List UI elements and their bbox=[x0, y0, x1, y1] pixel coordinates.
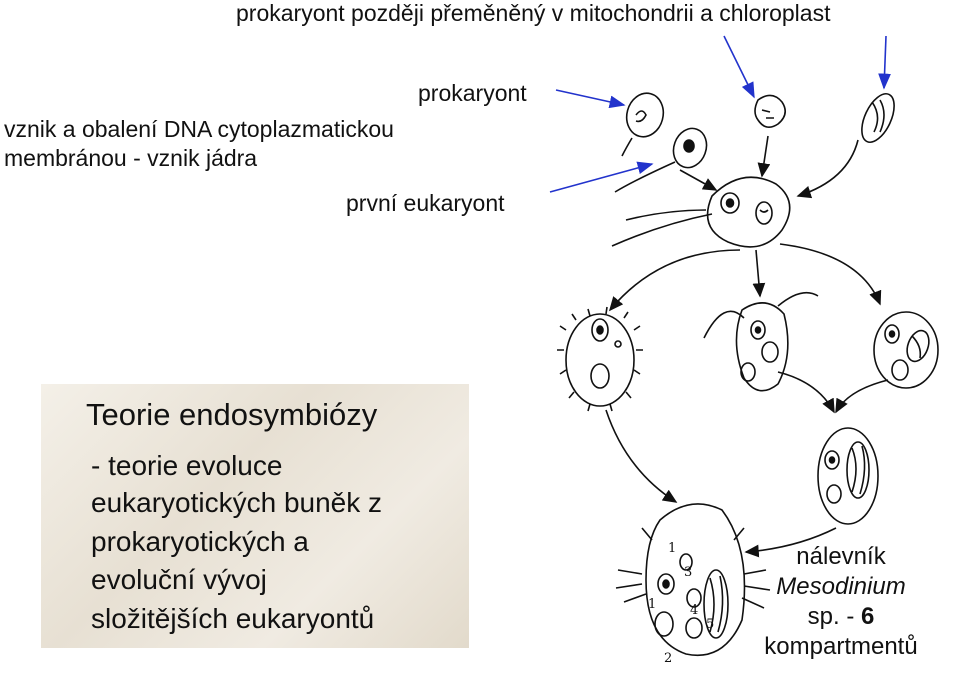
secondary-endosymbiont-cell bbox=[817, 427, 879, 525]
first-eukaryont-label: první eukaryont bbox=[346, 190, 505, 216]
prokaryont-label: prokaryont bbox=[418, 80, 527, 106]
caption-compartment-count: 6 bbox=[860, 603, 875, 630]
pointer-arrow-prokaryont bbox=[555, 89, 626, 109]
mesodinium-labels: 1 1 2 3 4 5 bbox=[648, 541, 714, 666]
box-line: složitějších eukaryontů bbox=[91, 603, 375, 634]
figure-number: 2 bbox=[664, 651, 672, 666]
pointer-arrow-chloroplast bbox=[878, 35, 891, 90]
mitochondrion-precursor bbox=[754, 94, 786, 128]
nucleus-label-line1: vznik a obalení DNA cytoplazmatickou bbox=[4, 116, 394, 142]
mesodinium-caption: nálevník Mesodinium sp. - 6 kompartmentů bbox=[746, 542, 936, 662]
caption-line3: sp. - 6 bbox=[746, 602, 936, 632]
figure-number: 1 bbox=[648, 597, 656, 612]
pointer-arrow-eukaryont bbox=[549, 161, 654, 193]
figure-number: 5 bbox=[706, 617, 714, 632]
engulfing-cell bbox=[614, 127, 708, 193]
caption-line1: nálevník bbox=[796, 543, 886, 570]
ciliate-cell bbox=[557, 306, 643, 412]
box-line: eukaryotických buněk z bbox=[91, 487, 383, 518]
algal-cell bbox=[873, 311, 939, 389]
caption-species: Mesodinium bbox=[776, 573, 906, 600]
nucleus-label-line2: membránou - vznik jádra bbox=[4, 145, 258, 171]
pointer-arrows bbox=[549, 35, 891, 193]
box-title: Teorie endosymbiózy bbox=[86, 397, 378, 432]
box-line: prokaryotických a bbox=[91, 526, 309, 557]
figure-number: 4 bbox=[690, 603, 698, 618]
box-line: evoluční vývoj bbox=[91, 564, 267, 595]
box-line: - teorie evoluce bbox=[91, 450, 283, 481]
theory-text-box: Teorie endosymbiózy - teorie evoluce euk… bbox=[41, 384, 469, 648]
caption-line3-prefix: sp. - bbox=[807, 603, 861, 630]
caption-line4: kompartmentů bbox=[764, 633, 918, 660]
chloroplast-precursor bbox=[861, 93, 895, 143]
figure-number: 1 bbox=[668, 541, 676, 556]
mesodinium-cell bbox=[615, 503, 771, 656]
top-caption: prokaryont později přeměněný v mitochond… bbox=[236, 0, 831, 26]
flagellate-cell bbox=[703, 291, 819, 392]
first-eukaryote-cell bbox=[611, 176, 791, 248]
figure-number: 3 bbox=[684, 565, 692, 580]
prokaryote-cell bbox=[621, 92, 665, 157]
pointer-arrow-mitochondrion bbox=[723, 35, 755, 99]
